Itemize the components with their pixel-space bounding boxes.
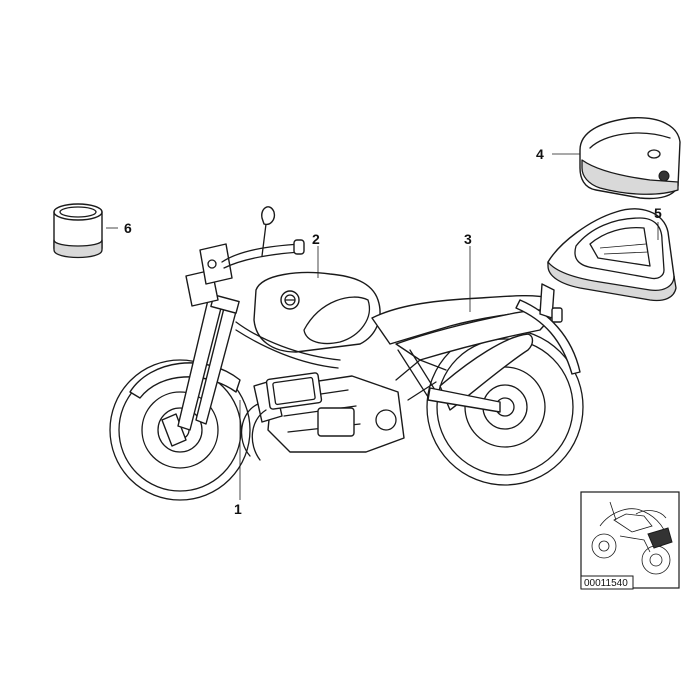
reference-number: 00011540 xyxy=(584,578,628,589)
location-thumbnail: 00011540 xyxy=(580,491,680,590)
callout-4: 4 xyxy=(536,146,544,162)
handlebar xyxy=(221,206,305,269)
frame xyxy=(235,321,501,413)
fuel-tank xyxy=(253,271,381,353)
seat xyxy=(371,294,557,361)
part-6-ring xyxy=(53,203,103,259)
leader-lines xyxy=(106,153,659,500)
headlight xyxy=(185,243,233,307)
exhaust xyxy=(439,333,534,411)
part-4-cover xyxy=(579,117,681,200)
engine xyxy=(240,372,405,461)
callout-3: 3 xyxy=(464,231,472,247)
motorcycle-illustration xyxy=(109,206,584,501)
highlight-seat xyxy=(647,527,673,549)
callout-2: 2 xyxy=(312,231,320,247)
part-5-tray xyxy=(547,208,677,302)
callout-5: 5 xyxy=(654,205,662,221)
callout-1: 1 xyxy=(234,501,242,517)
turn-signal xyxy=(551,307,563,323)
callout-6: 6 xyxy=(124,220,132,236)
